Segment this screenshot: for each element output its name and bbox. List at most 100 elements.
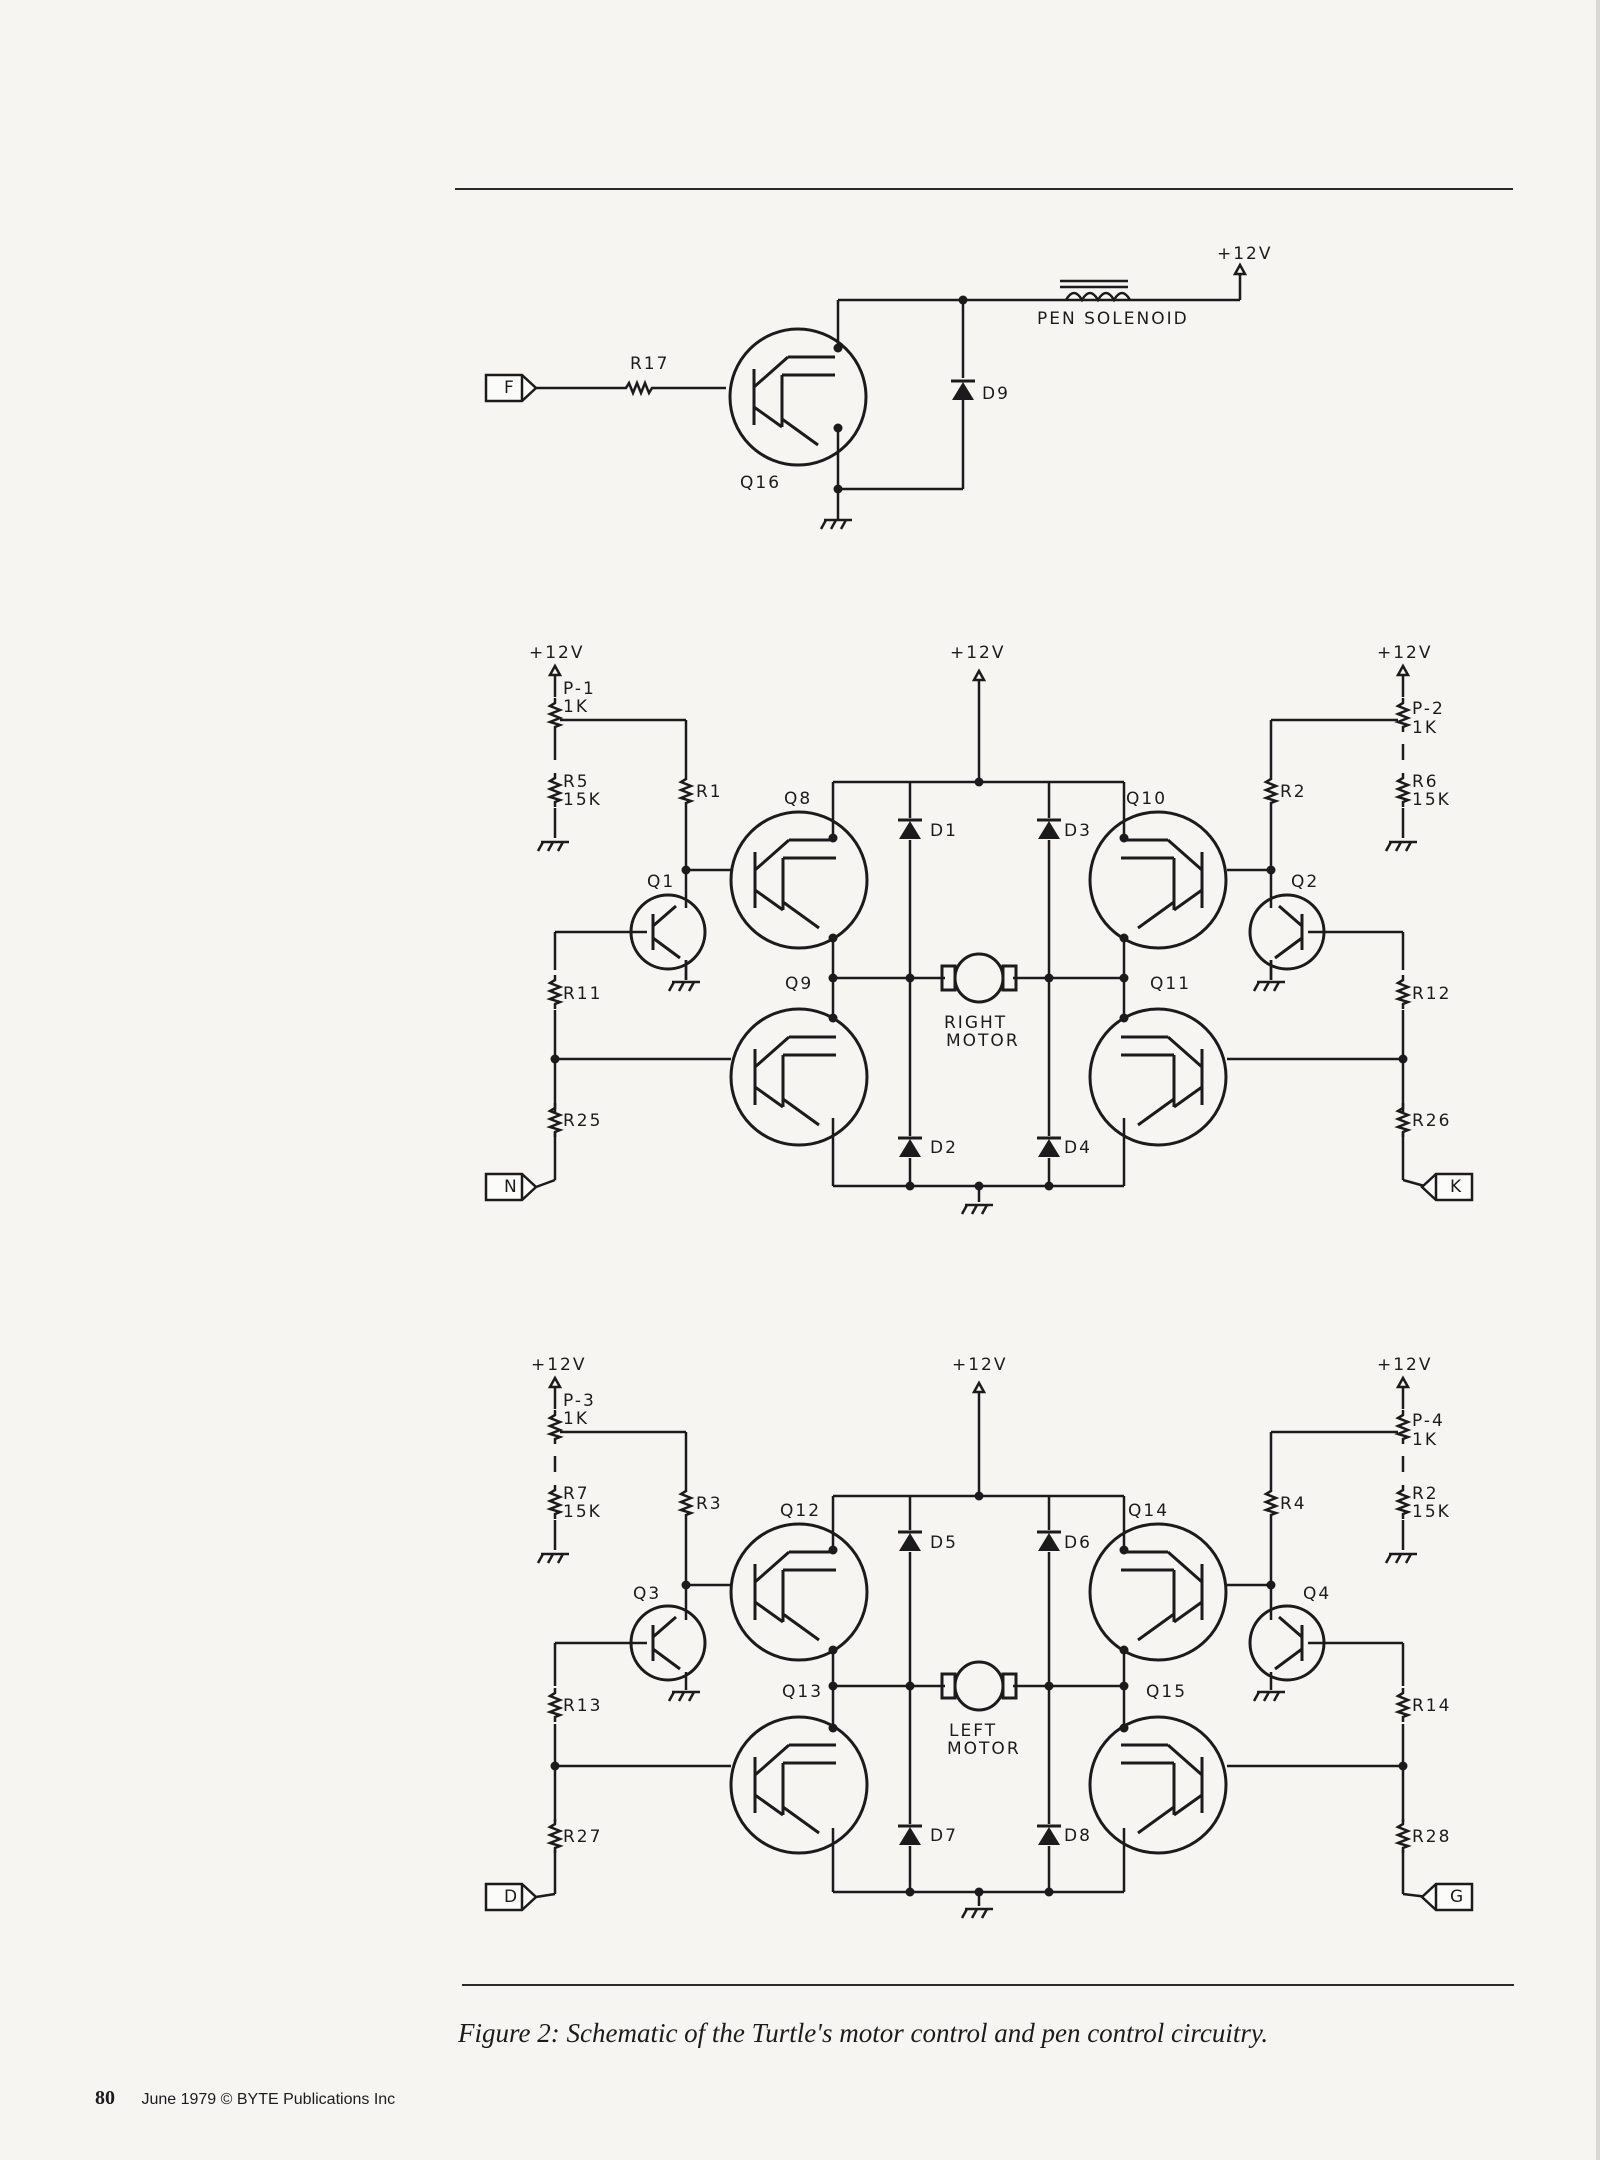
transistor-q14 <box>1088 1522 1228 1662</box>
supply-arrow-icon <box>548 1376 562 1389</box>
p3-label: P-3 <box>563 1391 596 1411</box>
diode-d3 <box>1035 818 1063 841</box>
ground-icon <box>1252 980 1287 993</box>
pen-supply-label: +12V <box>1217 244 1273 264</box>
resistor-r17 <box>618 381 662 395</box>
p3-value: 1K <box>563 1409 589 1429</box>
resistor-r13 <box>548 1686 562 1724</box>
r6-label: R6 <box>1412 772 1439 792</box>
supply-mid-label: +12V <box>950 643 1006 663</box>
q12-label: Q12 <box>780 1501 821 1521</box>
ground-icon <box>1384 1552 1419 1565</box>
d3-label: D3 <box>1064 821 1092 841</box>
d8-label: D8 <box>1064 1826 1092 1846</box>
resistor-r28 <box>1396 1817 1410 1855</box>
resistor-r11 <box>548 973 562 1011</box>
d5-label: D5 <box>930 1533 958 1553</box>
supply-left-label: +12V <box>529 643 585 663</box>
motor-label-line1: LEFT <box>949 1721 997 1741</box>
ground-icon <box>667 980 702 993</box>
ground-icon <box>667 1690 702 1703</box>
r2-bias-label: R2 <box>1412 1484 1439 1504</box>
r27-label: R27 <box>563 1827 602 1847</box>
ground-icon <box>536 840 571 853</box>
resistor-r3 <box>679 1484 693 1522</box>
pot-p4 <box>1396 1408 1410 1446</box>
p2-label: P-2 <box>1412 699 1445 719</box>
resistor-r1 <box>679 772 693 810</box>
diode-d6 <box>1035 1530 1063 1553</box>
r25-label: R25 <box>563 1111 602 1131</box>
input-k-label: K <box>1450 1177 1463 1197</box>
q2-label: Q2 <box>1291 872 1319 892</box>
diode-d4 <box>1035 1136 1063 1159</box>
left-motor-icon <box>940 1660 1018 1712</box>
transistor-q8 <box>729 810 869 950</box>
r12-label: R12 <box>1412 984 1451 1004</box>
motor-label-line1: RIGHT <box>944 1013 1007 1033</box>
resistor-r5 <box>548 771 562 809</box>
d9-label: D9 <box>982 384 1010 404</box>
p1-value: 1K <box>563 697 589 717</box>
r6-value: 15K <box>1412 790 1451 810</box>
motor-label-line2: MOTOR <box>947 1739 1021 1759</box>
r2-bias-value: 15K <box>1412 1502 1451 1522</box>
diode-d9 <box>949 379 977 402</box>
supply-right-label: +12V <box>1377 1355 1433 1375</box>
d2-label: D2 <box>930 1138 958 1158</box>
page-number: 80 <box>95 2087 115 2109</box>
supply-arrow-icon <box>972 669 986 682</box>
left-motor-circuit: +12V +12V +12V P-3 1K R7 15K R3 Q3 Q12 Q… <box>484 1355 1474 1920</box>
ground-icon <box>536 1552 571 1565</box>
transistor-q11 <box>1088 1007 1228 1147</box>
pen-solenoid-coil <box>1060 279 1132 303</box>
resistor-r25 <box>548 1101 562 1139</box>
pen-solenoid-label: PEN SOLENOID <box>1037 309 1189 329</box>
diode-d7 <box>896 1824 924 1847</box>
right-motor-circuit: +12V +12V +12V P-1 1K R5 15K R1 Q1 Q8 Q9… <box>484 643 1474 1216</box>
transistor-q13 <box>729 1715 869 1855</box>
bottom-rule <box>462 1984 1514 1986</box>
input-n-label: N <box>504 1177 519 1197</box>
r17-label: R17 <box>630 354 669 374</box>
q10-label: Q10 <box>1126 789 1167 809</box>
footer-credit: June 1979 © BYTE Publications Inc <box>141 2091 396 2108</box>
input-d-label: D <box>504 1887 519 1907</box>
transistor-q15 <box>1088 1715 1228 1855</box>
supply-arrow-icon <box>1396 1376 1410 1389</box>
q4-label: Q4 <box>1303 1584 1331 1604</box>
ground-icon <box>819 518 854 531</box>
supply-mid-label: +12V <box>952 1355 1008 1375</box>
diode-d2 <box>896 1136 924 1159</box>
r3-label: R3 <box>696 1494 723 1514</box>
figure-caption: Figure 2: Schematic of the Turtle's moto… <box>458 2018 1269 2048</box>
ground-icon <box>1252 1690 1287 1703</box>
ground-icon <box>960 1907 995 1920</box>
ground-icon <box>1384 840 1419 853</box>
r13-label: R13 <box>563 1696 602 1716</box>
resistor-r6 <box>1396 771 1410 809</box>
resistor-r4 <box>1264 1484 1278 1522</box>
q1-label: Q1 <box>647 872 675 892</box>
d6-label: D6 <box>1064 1533 1092 1553</box>
p2-value: 1K <box>1412 718 1438 738</box>
q14-label: Q14 <box>1128 1501 1169 1521</box>
r5-label: R5 <box>563 772 590 792</box>
top-rule <box>455 188 1513 190</box>
resistor-r14 <box>1396 1686 1410 1724</box>
transistor-q10 <box>1088 810 1228 950</box>
pot-p3 <box>548 1408 562 1446</box>
diode-d5 <box>896 1530 924 1553</box>
q11-label: Q11 <box>1150 974 1191 994</box>
q13-label: Q13 <box>782 1682 823 1702</box>
input-k-connector <box>1420 1172 1474 1202</box>
ground-icon <box>960 1203 995 1216</box>
input-g-label: G <box>1450 1887 1465 1907</box>
p4-label: P-4 <box>1412 1411 1445 1431</box>
supply-arrow-icon <box>972 1381 986 1394</box>
r7-label: R7 <box>563 1484 590 1504</box>
d1-label: D1 <box>930 821 958 841</box>
p4-value: 1K <box>1412 1430 1438 1450</box>
resistor-r2 <box>1264 772 1278 810</box>
supply-arrow-icon <box>1396 664 1410 677</box>
